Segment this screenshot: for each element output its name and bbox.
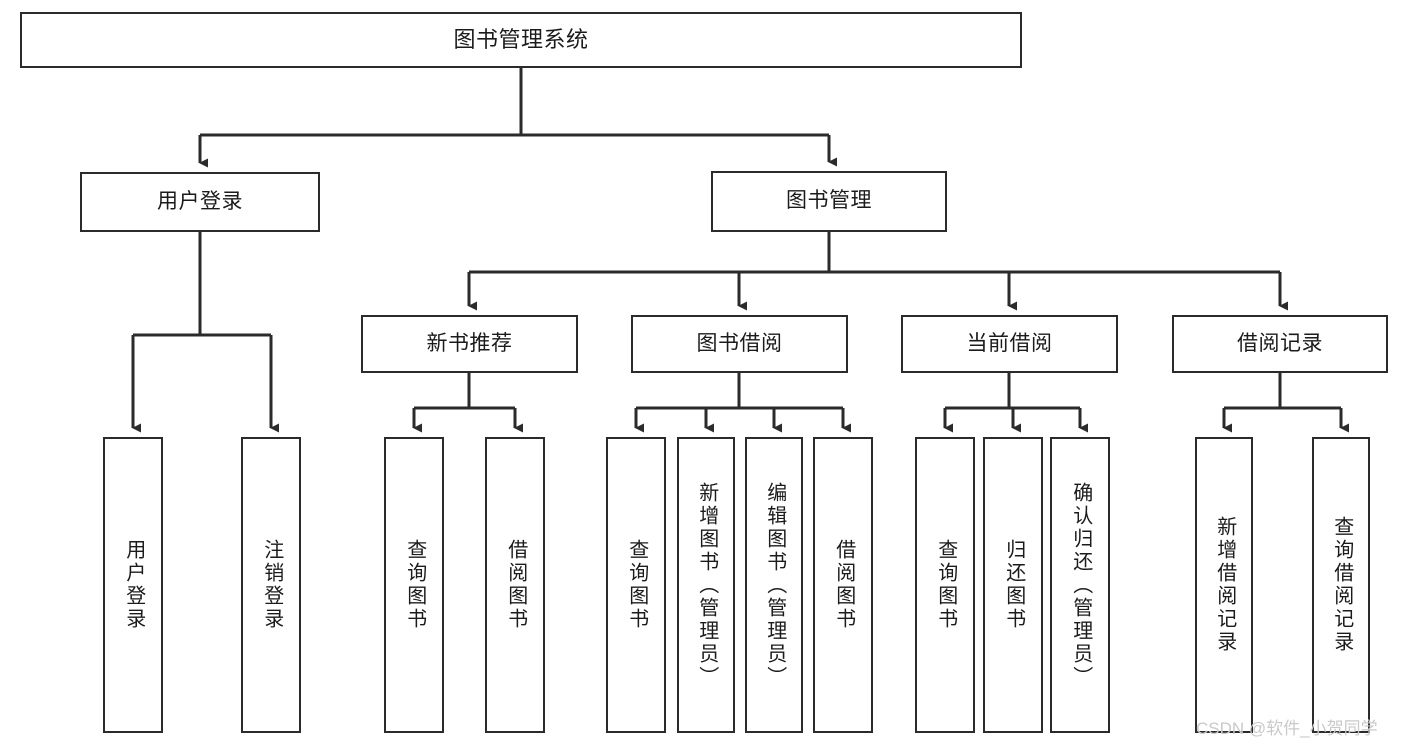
leaf-add-borrow-record[interactable]: 新增借阅记录 (1195, 437, 1253, 733)
node-new-book-recommend-label: 新书推荐 (426, 331, 513, 355)
leaf-edit-book-admin-label: 编辑图书（管理员） (763, 481, 786, 689)
node-current-borrow[interactable]: 当前借阅 (901, 315, 1118, 373)
leaf-add-book-admin[interactable]: 新增图书（管理员） (677, 437, 735, 733)
node-current-borrow-label: 当前借阅 (966, 331, 1053, 355)
leaf-current-query-book-label: 查询图书 (934, 539, 957, 631)
node-book-borrow-label: 图书借阅 (696, 331, 783, 355)
leaf-add-book-admin-label: 新增图书（管理员） (695, 481, 718, 689)
leaf-newbook-query-book[interactable]: 查询图书 (384, 437, 444, 733)
leaf-borrow-query-book[interactable]: 查询图书 (606, 437, 666, 733)
node-new-book-recommend[interactable]: 新书推荐 (361, 315, 578, 373)
leaf-borrow-query-book-label: 查询图书 (625, 539, 648, 631)
leaf-confirm-return-admin[interactable]: 确认归还（管理员） (1050, 437, 1110, 733)
leaf-return-book[interactable]: 归还图书 (983, 437, 1043, 733)
csdn-watermark: CSDN @软件_小贺同学 (1196, 719, 1378, 738)
node-book-management-label: 图书管理 (786, 189, 872, 213)
node-borrow-record[interactable]: 借阅记录 (1172, 315, 1388, 373)
leaf-confirm-return-admin-label: 确认归还（管理员） (1069, 481, 1092, 689)
node-user-login-label: 用户登录 (157, 189, 243, 213)
leaf-add-borrow-record-label: 新增借阅记录 (1213, 516, 1236, 654)
node-root-system-label: 图书管理系统 (453, 27, 589, 53)
leaf-user-login-label: 用户登录 (122, 539, 145, 631)
node-borrow-record-label: 借阅记录 (1237, 331, 1323, 355)
node-book-borrow[interactable]: 图书借阅 (631, 315, 848, 373)
node-root-system[interactable]: 图书管理系统 (20, 12, 1022, 68)
leaf-user-logout[interactable]: 注销登录 (241, 437, 301, 733)
leaf-newbook-borrow-book-label: 借阅图书 (504, 539, 527, 631)
leaf-borrow-book-label: 借阅图书 (832, 539, 855, 631)
leaf-user-login[interactable]: 用户登录 (103, 437, 163, 733)
leaf-borrow-book[interactable]: 借阅图书 (813, 437, 873, 733)
leaf-edit-book-admin[interactable]: 编辑图书（管理员） (745, 437, 803, 733)
leaf-query-borrow-record-label: 查询借阅记录 (1330, 516, 1353, 654)
leaf-current-query-book[interactable]: 查询图书 (915, 437, 975, 733)
leaf-newbook-borrow-book[interactable]: 借阅图书 (485, 437, 545, 733)
leaf-newbook-query-book-label: 查询图书 (403, 539, 426, 631)
leaf-user-logout-label: 注销登录 (260, 539, 283, 631)
leaf-query-borrow-record[interactable]: 查询借阅记录 (1312, 437, 1370, 733)
node-book-management[interactable]: 图书管理 (711, 171, 947, 232)
leaf-return-book-label: 归还图书 (1002, 539, 1025, 631)
node-user-login[interactable]: 用户登录 (80, 172, 320, 232)
